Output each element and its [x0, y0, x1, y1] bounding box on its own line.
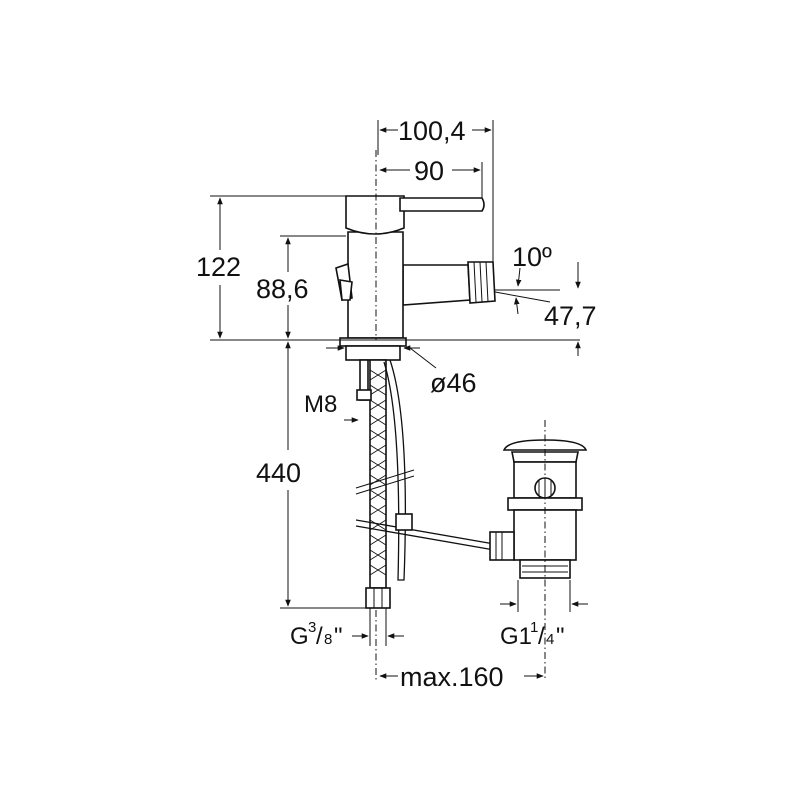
dim-max-distance: max.160	[379, 662, 544, 692]
faucet-body	[335, 195, 496, 361]
label-hose-connection: G	[290, 623, 309, 650]
label-height-total: 122	[196, 252, 241, 282]
dim-hose-length: 440	[256, 341, 366, 609]
dim-height-total: 122	[196, 195, 580, 341]
dim-height-spout: 88,6	[256, 235, 346, 339]
label-waste-connection: G1	[500, 623, 532, 650]
dim-hose-connection: G 3 / 8 "	[290, 608, 404, 650]
svg-text:": "	[556, 623, 565, 650]
svg-text:/: /	[538, 623, 545, 650]
label-width-lever: 90	[414, 156, 444, 186]
label-base-diameter: ø46	[430, 368, 477, 398]
dim-thread-rod: M8	[304, 391, 359, 423]
svg-text:8: 8	[324, 631, 332, 648]
svg-text:3: 3	[308, 619, 316, 636]
dim-waste-connection: G1 1 / 4 "	[500, 580, 588, 650]
label-spout-height: 47,7	[544, 301, 597, 331]
label-spout-angle: 10º	[512, 242, 552, 272]
svg-text:": "	[334, 623, 343, 650]
label-width-total: 100,4	[398, 116, 466, 146]
svg-text:/: /	[316, 623, 323, 650]
pop-up-waste	[489, 439, 588, 579]
dim-width-lever: 90	[379, 156, 483, 198]
svg-text:1: 1	[530, 619, 538, 636]
label-max-distance: max.160	[400, 662, 504, 692]
dim-width-total: 100,4	[377, 116, 494, 262]
supply-hose	[355, 359, 501, 609]
label-hose-length: 440	[256, 458, 301, 488]
dim-base-diameter: ø46	[326, 345, 477, 398]
svg-text:4: 4	[546, 631, 554, 648]
dim-spout-angle: 10º	[494, 242, 560, 315]
label-height-spout: 88,6	[256, 274, 309, 304]
dim-spout-height: 47,7	[544, 262, 597, 356]
label-thread-rod: M8	[304, 391, 337, 418]
